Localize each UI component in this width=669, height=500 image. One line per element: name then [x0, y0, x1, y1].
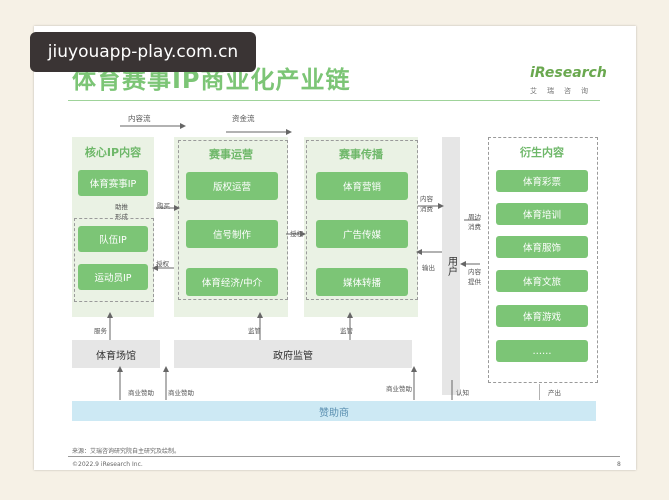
help-form-label: 助推形成 — [115, 201, 131, 221]
iresearch-logo: iResearch — [530, 62, 607, 82]
core-ip-title: 核心IP内容 — [84, 146, 142, 159]
sponsor-bar: 赞助商 — [72, 401, 596, 421]
derivative-item-more: …… — [496, 340, 588, 362]
government-box: 政府监管 — [174, 340, 412, 368]
output-label: 输出 — [422, 264, 435, 272]
user-label: 用户 — [445, 256, 457, 276]
derivative-item-games: 体育游戏 — [496, 305, 588, 327]
title-rule — [68, 100, 600, 101]
supervise-label-1: 监管 — [248, 327, 261, 335]
operation-group — [178, 140, 288, 300]
service-label: 服务 — [94, 327, 107, 335]
site-badge[interactable]: jiuyouapp-play.com.cn — [30, 32, 256, 72]
peripheral-consume-label: 周边消费 — [468, 213, 481, 231]
recognize-label: 认知 — [456, 389, 469, 397]
broadcast-group — [306, 140, 418, 300]
connector-arrows — [152, 203, 480, 271]
derivative-item-tourism: 体育文旅 — [496, 270, 588, 292]
bottom-arrows — [107, 312, 540, 400]
operation-item-copyright: 版权运营 — [186, 172, 278, 200]
derivative-item-training: 体育培训 — [496, 203, 588, 225]
content-consume-label: 内容消费 — [420, 195, 433, 213]
derivative-item-apparel: 体育服饰 — [496, 236, 588, 258]
derivative-item-lottery: 体育彩票 — [496, 170, 588, 192]
team-ip-box: 队伍IP — [78, 226, 148, 252]
user-column: 用户 — [442, 137, 460, 395]
operation-item-agency: 体育经济/中介 — [186, 268, 278, 296]
purchase-label: 购买 — [157, 202, 170, 210]
broadcast-item-marketing: 体育营销 — [316, 172, 408, 200]
produce-label: 产出 — [548, 389, 561, 397]
team-athlete-group — [74, 218, 154, 302]
page-number: 8 — [617, 461, 621, 468]
biz-sponsor-label-1: 商业赞助 — [128, 389, 154, 397]
authorize-label-1: 授权 — [156, 260, 169, 268]
money-flow-label: 资金流 — [232, 114, 255, 123]
flow-arrows — [120, 123, 292, 135]
content-provide-label: 内容提供 — [468, 268, 481, 286]
derivative-title: 衍生内容 — [520, 146, 564, 159]
copyright: ©2022.9 iResearch Inc. — [72, 461, 143, 468]
derivative-group — [488, 137, 598, 383]
biz-sponsor-label-3: 商业赞助 — [386, 385, 412, 393]
operation-item-signal: 信号制作 — [186, 220, 278, 248]
broadcast-item-ads: 广告传媒 — [316, 220, 408, 248]
footer-rule — [68, 456, 620, 457]
event-ip-box: 体育赛事IP — [78, 170, 148, 196]
supervise-label-2: 监管 — [340, 327, 353, 335]
broadcast-title: 赛事传播 — [339, 148, 383, 161]
venue-box: 体育场馆 — [72, 340, 160, 368]
help-form-text: 助推形成 — [115, 203, 128, 221]
broadcast-item-media: 媒体转播 — [316, 268, 408, 296]
athlete-ip-box: 运动员IP — [78, 264, 148, 290]
source-note: 来源：艾瑞咨询研究院自主研究及绘制。 — [72, 448, 181, 455]
logo-text: iResearch — [530, 65, 607, 81]
content-flow-label: 内容流 — [128, 114, 151, 123]
operation-title: 赛事运营 — [209, 148, 253, 161]
biz-sponsor-label-2: 商业赞助 — [168, 389, 194, 397]
logo-subtext: 艾瑞咨询 — [530, 87, 598, 95]
